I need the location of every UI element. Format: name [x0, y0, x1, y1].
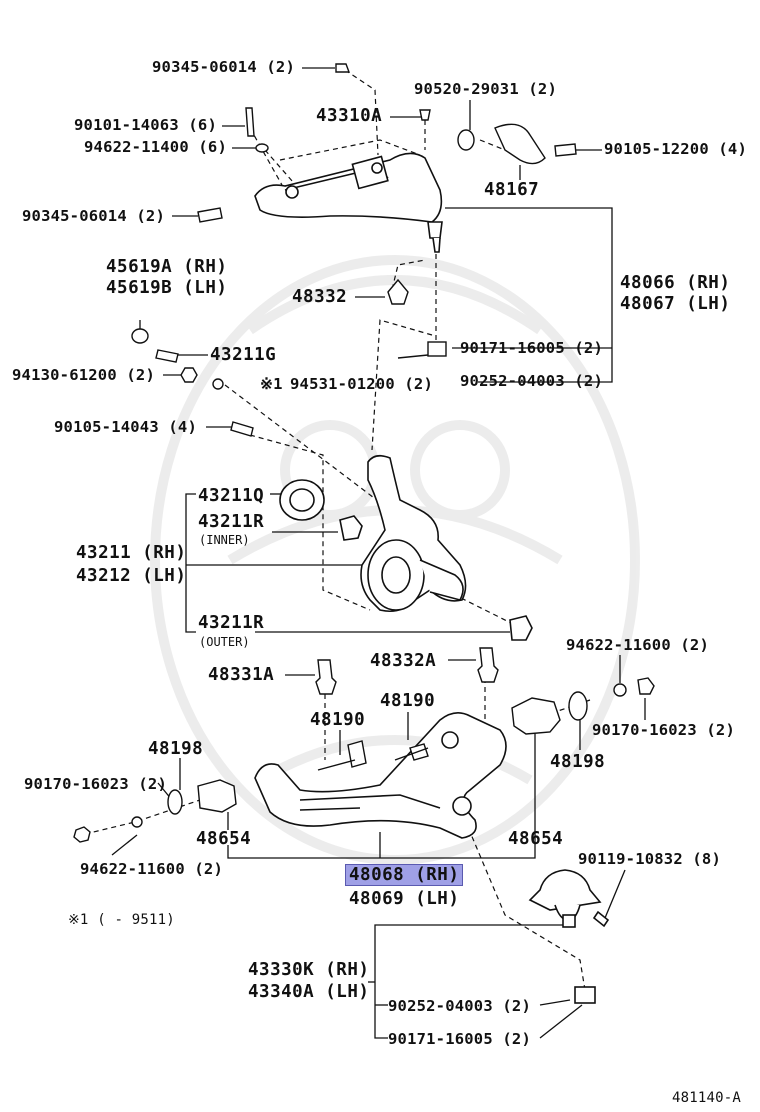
label-43340a: 43340A (LH): [248, 982, 370, 1002]
label-94531-01200: 94531-01200 (2): [290, 375, 433, 393]
label-90252-04003-bottom: 90252-04003 (2): [388, 997, 531, 1015]
label-48332: 48332: [292, 287, 348, 307]
label-48190-right: 48190: [380, 691, 436, 711]
label-43211: 43211 (RH): [76, 543, 187, 563]
label-90101-14063: 90101-14063 (6): [74, 116, 217, 134]
label-90105-14043: 90105-14043 (4): [54, 418, 197, 436]
leader-line: [111, 834, 138, 856]
label-48069: 48069 (LH): [349, 889, 460, 909]
label-48654-right: 48654: [508, 829, 564, 849]
lower-control-arm: [254, 712, 507, 839]
label-48067: 48067 (LH): [620, 294, 731, 314]
label-90170-16023-right: 90170-16023 (2): [592, 721, 735, 739]
label-48066: 48066 (RH): [620, 273, 731, 293]
label-90171-16005-bottom: 90171-16005 (2): [388, 1030, 531, 1048]
label-outer-note: (OUTER): [199, 635, 250, 649]
label-43330k: 43330K (RH): [248, 960, 370, 980]
leader-line: [539, 999, 571, 1006]
label-90171-16005-top: 90171-16005 (2): [460, 339, 603, 357]
upper-control-arm: [254, 152, 443, 253]
label-43211q: 43211Q: [198, 486, 265, 506]
label-43211r-outer: 43211R: [198, 613, 265, 633]
label-94622-11400: 94622-11400 (6): [84, 138, 227, 156]
label-43310a: 43310A: [316, 106, 383, 126]
label-48332a: 48332A: [370, 651, 437, 671]
dashed-line: [224, 384, 391, 511]
dashed-line: [479, 139, 506, 151]
dashed-line: [344, 69, 379, 156]
label-90520-29031: 90520-29031 (2): [414, 80, 557, 98]
label-94130-61200: 94130-61200 (2): [12, 366, 155, 384]
bracket-48066: [445, 207, 613, 383]
leader-line: [539, 1004, 583, 1039]
bracket-48654: [227, 728, 536, 859]
label-48654-left: 48654: [196, 829, 252, 849]
label-48198-left: 48198: [148, 739, 204, 759]
label-inner-note: (INNER): [199, 533, 250, 547]
label-90345-06014-mid: 90345-06014 (2): [22, 207, 165, 225]
label-90170-16023-left: 90170-16023 (2): [24, 775, 167, 793]
dashed-line: [249, 127, 283, 186]
steering-knuckle: [279, 454, 533, 641]
label-43211g: 43211G: [210, 345, 277, 365]
leader-line: [604, 869, 626, 919]
dashed-line: [84, 799, 201, 835]
label-90105-12200: 90105-12200 (4): [604, 140, 747, 158]
bracket-43330k: [374, 924, 575, 1039]
upper-hardware: [131, 63, 577, 437]
bracket-43211: [185, 493, 196, 633]
label-94622-11600-right: 94622-11600 (2): [566, 636, 709, 654]
dashed-line: [464, 819, 586, 991]
label-48167: 48167: [484, 180, 540, 200]
label-45619a: 45619A (RH): [106, 257, 228, 277]
watermark-logo: [150, 255, 640, 865]
label-45619b: 45619B (LH): [106, 278, 228, 298]
dashed-line: [371, 319, 433, 451]
label-note-mark: ※1: [260, 375, 283, 393]
lower-hardware: [73, 647, 655, 843]
lower-ball-joint: [528, 869, 610, 1004]
label-48190-left: 48190: [310, 710, 366, 730]
label-90252-04003-top: 90252-04003 (2): [460, 372, 603, 390]
label-48331a: 48331A: [208, 665, 275, 685]
diagram-id: 481140-A: [672, 1090, 742, 1106]
footnote: ※1 ( - 9511): [68, 912, 175, 928]
label-43211r-inner: 43211R: [198, 512, 265, 532]
label-48068-highlighted[interactable]: 48068 (RH): [345, 864, 464, 886]
label-48198-right: 48198: [550, 752, 606, 772]
label-43212: 43212 (LH): [76, 566, 187, 586]
dashed-line: [279, 139, 421, 161]
label-90119-10832: 90119-10832 (8): [578, 850, 721, 868]
dashed-line: [249, 434, 371, 611]
label-94622-11600-left: 94622-11600 (2): [80, 860, 223, 878]
label-90345-06014-top: 90345-06014 (2): [152, 58, 295, 76]
